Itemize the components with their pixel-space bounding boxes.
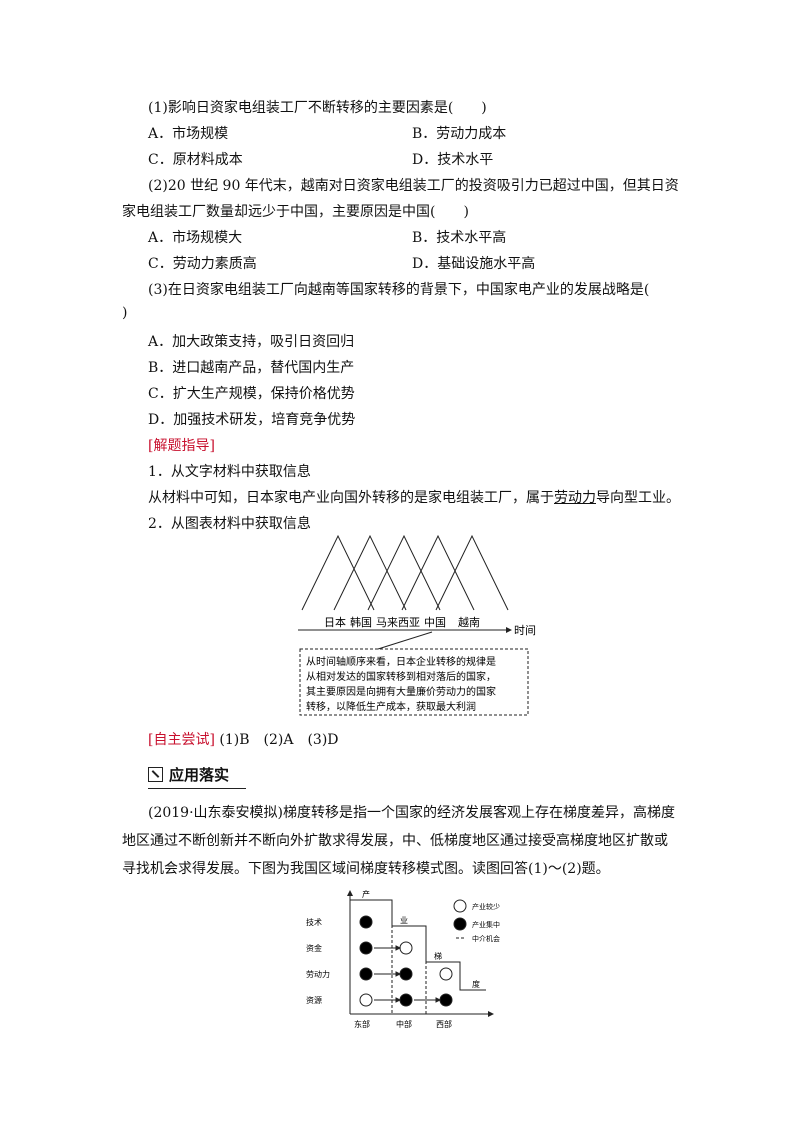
transfer-arrows <box>374 945 442 1003</box>
passage-line2: 地区通过不断创新并不断向外扩散求得发展，中、低梯度地区通过接受高梯度地区扩散或 <box>122 833 668 849</box>
country-label-japan: 日本 <box>324 615 346 629</box>
curve-japan <box>301 534 375 611</box>
note-pointer <box>377 631 433 650</box>
country-label-vietnam: 越南 <box>458 615 480 629</box>
guide-step1: 1．从文字材料中获取信息 <box>148 464 311 480</box>
note-line-4: 转移，以降低生产成本，获取最大利润 <box>306 700 476 713</box>
q2-option-d: D．基础设施水平高 <box>412 256 536 272</box>
note-line-1: 从时间轴顺序来看，日本企业转移的规律是 <box>306 655 496 668</box>
circle-labor-central <box>399 967 413 981</box>
q1-stem: (1)影响日资家电组装工厂不断转移的主要因素是( ) <box>148 100 487 116</box>
legend-label-concentrated: 产业集中 <box>472 920 500 929</box>
country-label-korea: 韩国 <box>350 615 372 629</box>
q1-option-a: A．市场规模 <box>148 126 229 142</box>
answer-text: (1)B (2)A (3)D <box>219 732 339 748</box>
q2-option-b: B．技术水平高 <box>412 230 507 246</box>
circle-resources-west <box>439 993 453 1007</box>
guide-tag: [解题指导] <box>148 438 215 454</box>
x-axis-arrow <box>488 1011 494 1017</box>
row-label-resources: 资源 <box>306 995 322 1005</box>
pen-icon <box>148 767 163 782</box>
q1-option-c: C．原材料成本 <box>148 152 243 168</box>
transfer-curves <box>301 534 509 611</box>
q2-option-a: A．市场规模大 <box>148 230 243 246</box>
guide-text-post: 导向型工业。 <box>596 490 680 506</box>
legend-label-few: 产业较少 <box>472 902 500 911</box>
q1-option-d: D．技术水平 <box>412 152 494 168</box>
country-label-china: 中国 <box>424 616 446 629</box>
transfer-timeline-figure: 日本 韩国 马来西亚 中国 越南 时间 从时间轴顺序来看，日本企业转移的规律是 … <box>298 534 536 716</box>
col-label-west: 西部 <box>436 1019 452 1029</box>
industry-circles <box>359 915 453 1007</box>
legend-empty-circle <box>453 899 467 913</box>
q3-option-d: D．加强技术研发，培育竞争优势 <box>148 412 356 428</box>
circle-resources-central <box>399 993 413 1007</box>
q3-option-c: C．扩大生产规模，保持价格优势 <box>148 386 355 402</box>
circle-labor-west <box>439 967 453 981</box>
curve-korea <box>333 534 407 611</box>
curve-vietnam <box>435 534 509 611</box>
country-label-malaysia: 马来西亚 <box>376 616 420 629</box>
circle-resources-east <box>359 993 373 1007</box>
stair-label-2: 业 <box>400 915 408 925</box>
section-title: 应用落实 <box>169 766 230 784</box>
answer-line: [自主尝试] (1)B (2)A (3)D <box>148 729 339 749</box>
guide-text-pre: 从材料中可知，日本家电产业向国外转移的是家电组装工厂，属于 <box>148 490 554 506</box>
circle-tech-east <box>359 915 373 929</box>
guide-text: 从材料中可知，日本家电产业向国外转移的是家电组装工厂，属于劳动力导向型工业。 <box>148 487 680 507</box>
q2-stem-line1: (2)20 世纪 90 年代末，越南对日资家电组装工厂的投资吸引力已超过中国，但… <box>148 178 679 194</box>
curve-china <box>401 534 475 611</box>
note-box <box>299 648 529 716</box>
col-label-central: 中部 <box>396 1019 412 1029</box>
answer-tag: [自主尝试] <box>148 732 215 748</box>
row-label-capital: 资金 <box>306 943 322 953</box>
q2-stem-line2: 家电组装工厂数量却远少于中国，主要原因是中国( ) <box>122 204 469 220</box>
passage-line1: (2019·山东泰安模拟)梯度转移是指一个国家的经济发展客观上存在梯度差异，高梯… <box>148 805 676 821</box>
section-underline <box>148 788 246 789</box>
curve-malaysia <box>367 534 441 611</box>
q3-stem-line1: (3)在日资家电组装工厂向越南等国家转移的背景下，中国家电产业的发展战略是( <box>148 282 650 298</box>
row-label-labor: 劳动力 <box>306 969 330 979</box>
gradient-transfer-figure: 产 业 梯 度 技术 资金 劳动力 资源 东部 中部 西部 产业较少 产业集中 … <box>306 889 500 1029</box>
circle-capital-central <box>399 941 413 955</box>
stair-label-1: 产 <box>362 889 370 899</box>
guide-text-underlined: 劳动力 <box>554 490 596 506</box>
guide-step2: 2．从图表材料中获取信息 <box>148 516 311 532</box>
note-line-2: 从相对发达的国家转移到相对落后的国家， <box>306 670 496 683</box>
stair-label-4: 度 <box>472 979 480 989</box>
legend-label-opportunity: 中介机会 <box>472 934 500 943</box>
legend-filled-circle <box>453 917 467 931</box>
q3-option-a: A．加大政策支持，吸引日资回归 <box>148 334 355 350</box>
q3-option-b: B．进口越南产品，替代国内生产 <box>148 360 355 376</box>
passage-line3: 寻找机会求得发展。下图为我国区域间梯度转移模式图。读图回答(1)～(2)题。 <box>122 861 610 877</box>
section-heading: 应用落实 <box>148 764 229 785</box>
circle-labor-east <box>359 967 373 981</box>
note-line-3: 其主要原因是向拥有大量廉价劳动力的国家 <box>306 685 496 698</box>
q2-option-c: C．劳动力素质高 <box>148 256 257 272</box>
y-axis-arrow <box>347 890 353 896</box>
q1-option-b: B．劳动力成本 <box>412 126 507 142</box>
q3-stem-line2: ) <box>122 305 128 321</box>
time-axis-label: 时间 <box>514 624 536 637</box>
time-axis-arrow <box>506 627 512 633</box>
row-label-tech: 技术 <box>306 917 322 927</box>
stair-label-3: 梯 <box>434 951 442 961</box>
col-label-east: 东部 <box>354 1019 370 1029</box>
circle-capital-east <box>359 941 373 955</box>
